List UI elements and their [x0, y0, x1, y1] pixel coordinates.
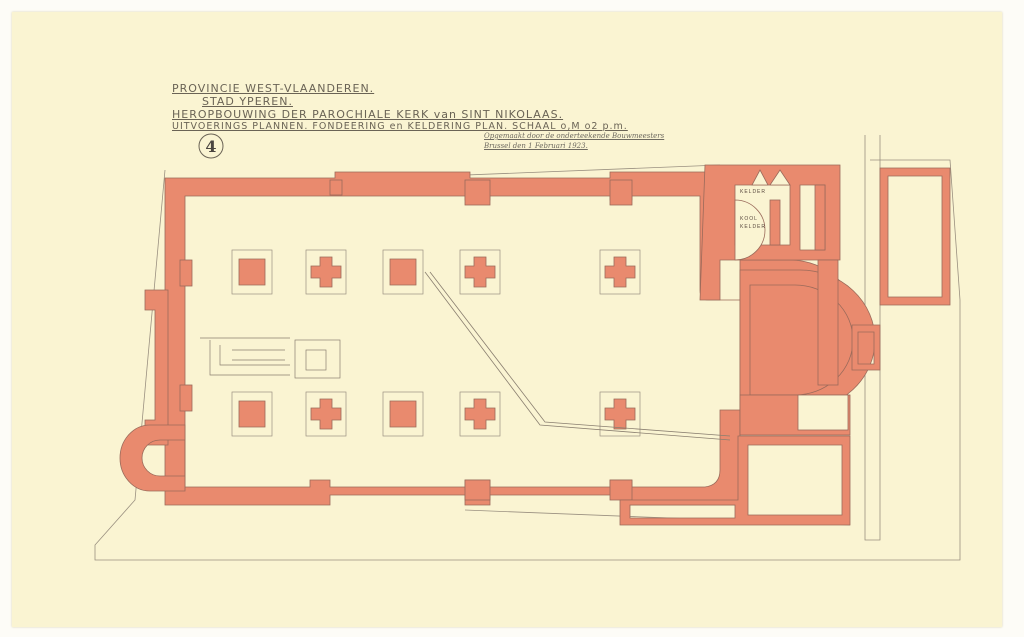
pier-footing — [382, 249, 424, 295]
pier-footing — [305, 391, 347, 437]
title-project: HEROPBOUWING DER PAROCHIALE KERK van SIN… — [172, 108, 564, 121]
cruciform-pier — [310, 256, 342, 288]
square-pier — [389, 400, 417, 428]
room-label-kool: KOOL — [740, 216, 758, 222]
cruciform-pier — [464, 398, 496, 430]
sheet-number: 4 — [205, 137, 216, 156]
signature-line-1: Opgemaakt door de onderteekende Bouwmees… — [484, 132, 665, 140]
sheet-number-circle — [198, 133, 224, 159]
detail-sketch — [200, 337, 341, 379]
square-pier — [238, 258, 266, 286]
cruciform-pier — [604, 398, 636, 430]
signature-line-2: Brussel den 1 Februari 1923. — [484, 142, 588, 150]
square-pier — [389, 258, 417, 286]
pier-footing — [599, 249, 641, 295]
room-label-kelder: KELDER — [740, 189, 767, 195]
pier-footing — [599, 391, 641, 437]
pier-footing — [231, 391, 273, 437]
cruciform-pier — [464, 256, 496, 288]
pier-footing — [382, 391, 424, 437]
room-label-kelder-2: KELDER — [740, 224, 767, 230]
foundation-walls — [119, 164, 951, 526]
pier-footing — [459, 249, 501, 295]
pier-footing — [459, 391, 501, 437]
cruciform-pier — [604, 256, 636, 288]
pier-footing — [305, 249, 347, 295]
title-city: STAD YPEREN. — [202, 95, 293, 108]
title-province: PROVINCIE WEST-VLAANDEREN. — [172, 82, 375, 95]
cruciform-pier — [310, 398, 342, 430]
drain-line — [424, 271, 731, 441]
title-plan: UITVOERINGS PLANNEN. FONDEERING en KELDE… — [172, 121, 628, 132]
square-pier — [238, 400, 266, 428]
pier-footing — [231, 249, 273, 295]
pier-group — [231, 249, 641, 437]
